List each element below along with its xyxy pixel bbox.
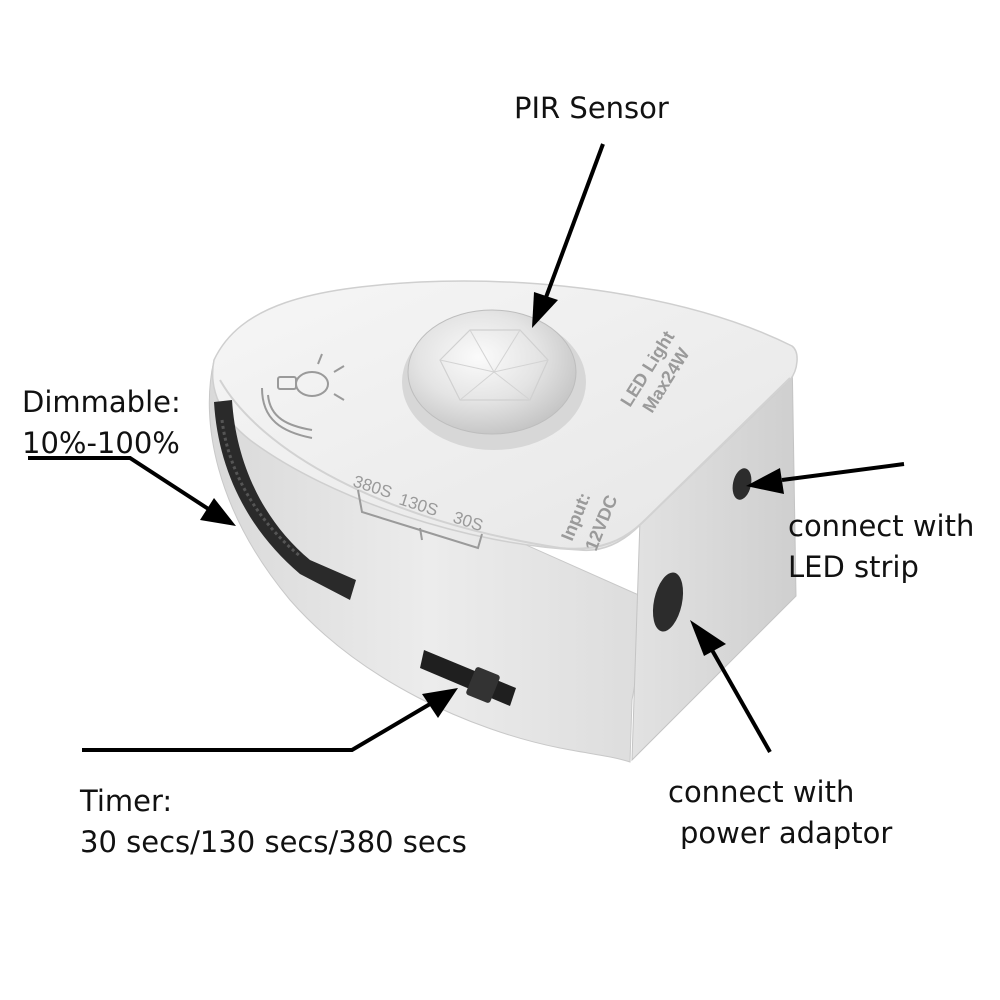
power-adaptor-callout: connect with power adaptor	[668, 772, 892, 854]
pir-sensor-callout: PIR Sensor	[514, 88, 669, 129]
power-port	[652, 572, 684, 632]
timer-label: Timer:	[80, 784, 173, 818]
dimmable-callout: Dimmable: 10%-100%	[22, 382, 181, 464]
dimmable-label: Dimmable:	[22, 385, 181, 419]
pir-dome	[402, 309, 586, 450]
callout-pointers	[28, 143, 905, 753]
led-strip-line1: connect with	[788, 509, 975, 543]
bulb-dimmer-icon	[261, 353, 345, 439]
dimmer-wheel	[214, 400, 356, 600]
led-strip-line2: LED strip	[788, 550, 919, 584]
pir-sensor-label: PIR Sensor	[514, 91, 669, 125]
power-adaptor-line2: power adaptor	[680, 816, 893, 850]
timer-switch	[420, 650, 516, 706]
timer-scale: 380S 130S 30S	[351, 472, 485, 550]
led-strip-port	[732, 468, 752, 500]
timer-options: 30 secs/130 secs/380 secs	[80, 825, 467, 859]
power-adaptor-line1: connect with	[668, 775, 855, 809]
dimmable-range: 10%-100%	[22, 426, 180, 460]
timer-callout: Timer: 30 secs/130 secs/380 secs	[80, 781, 467, 863]
led-strip-callout: connect with LED strip	[788, 506, 974, 588]
